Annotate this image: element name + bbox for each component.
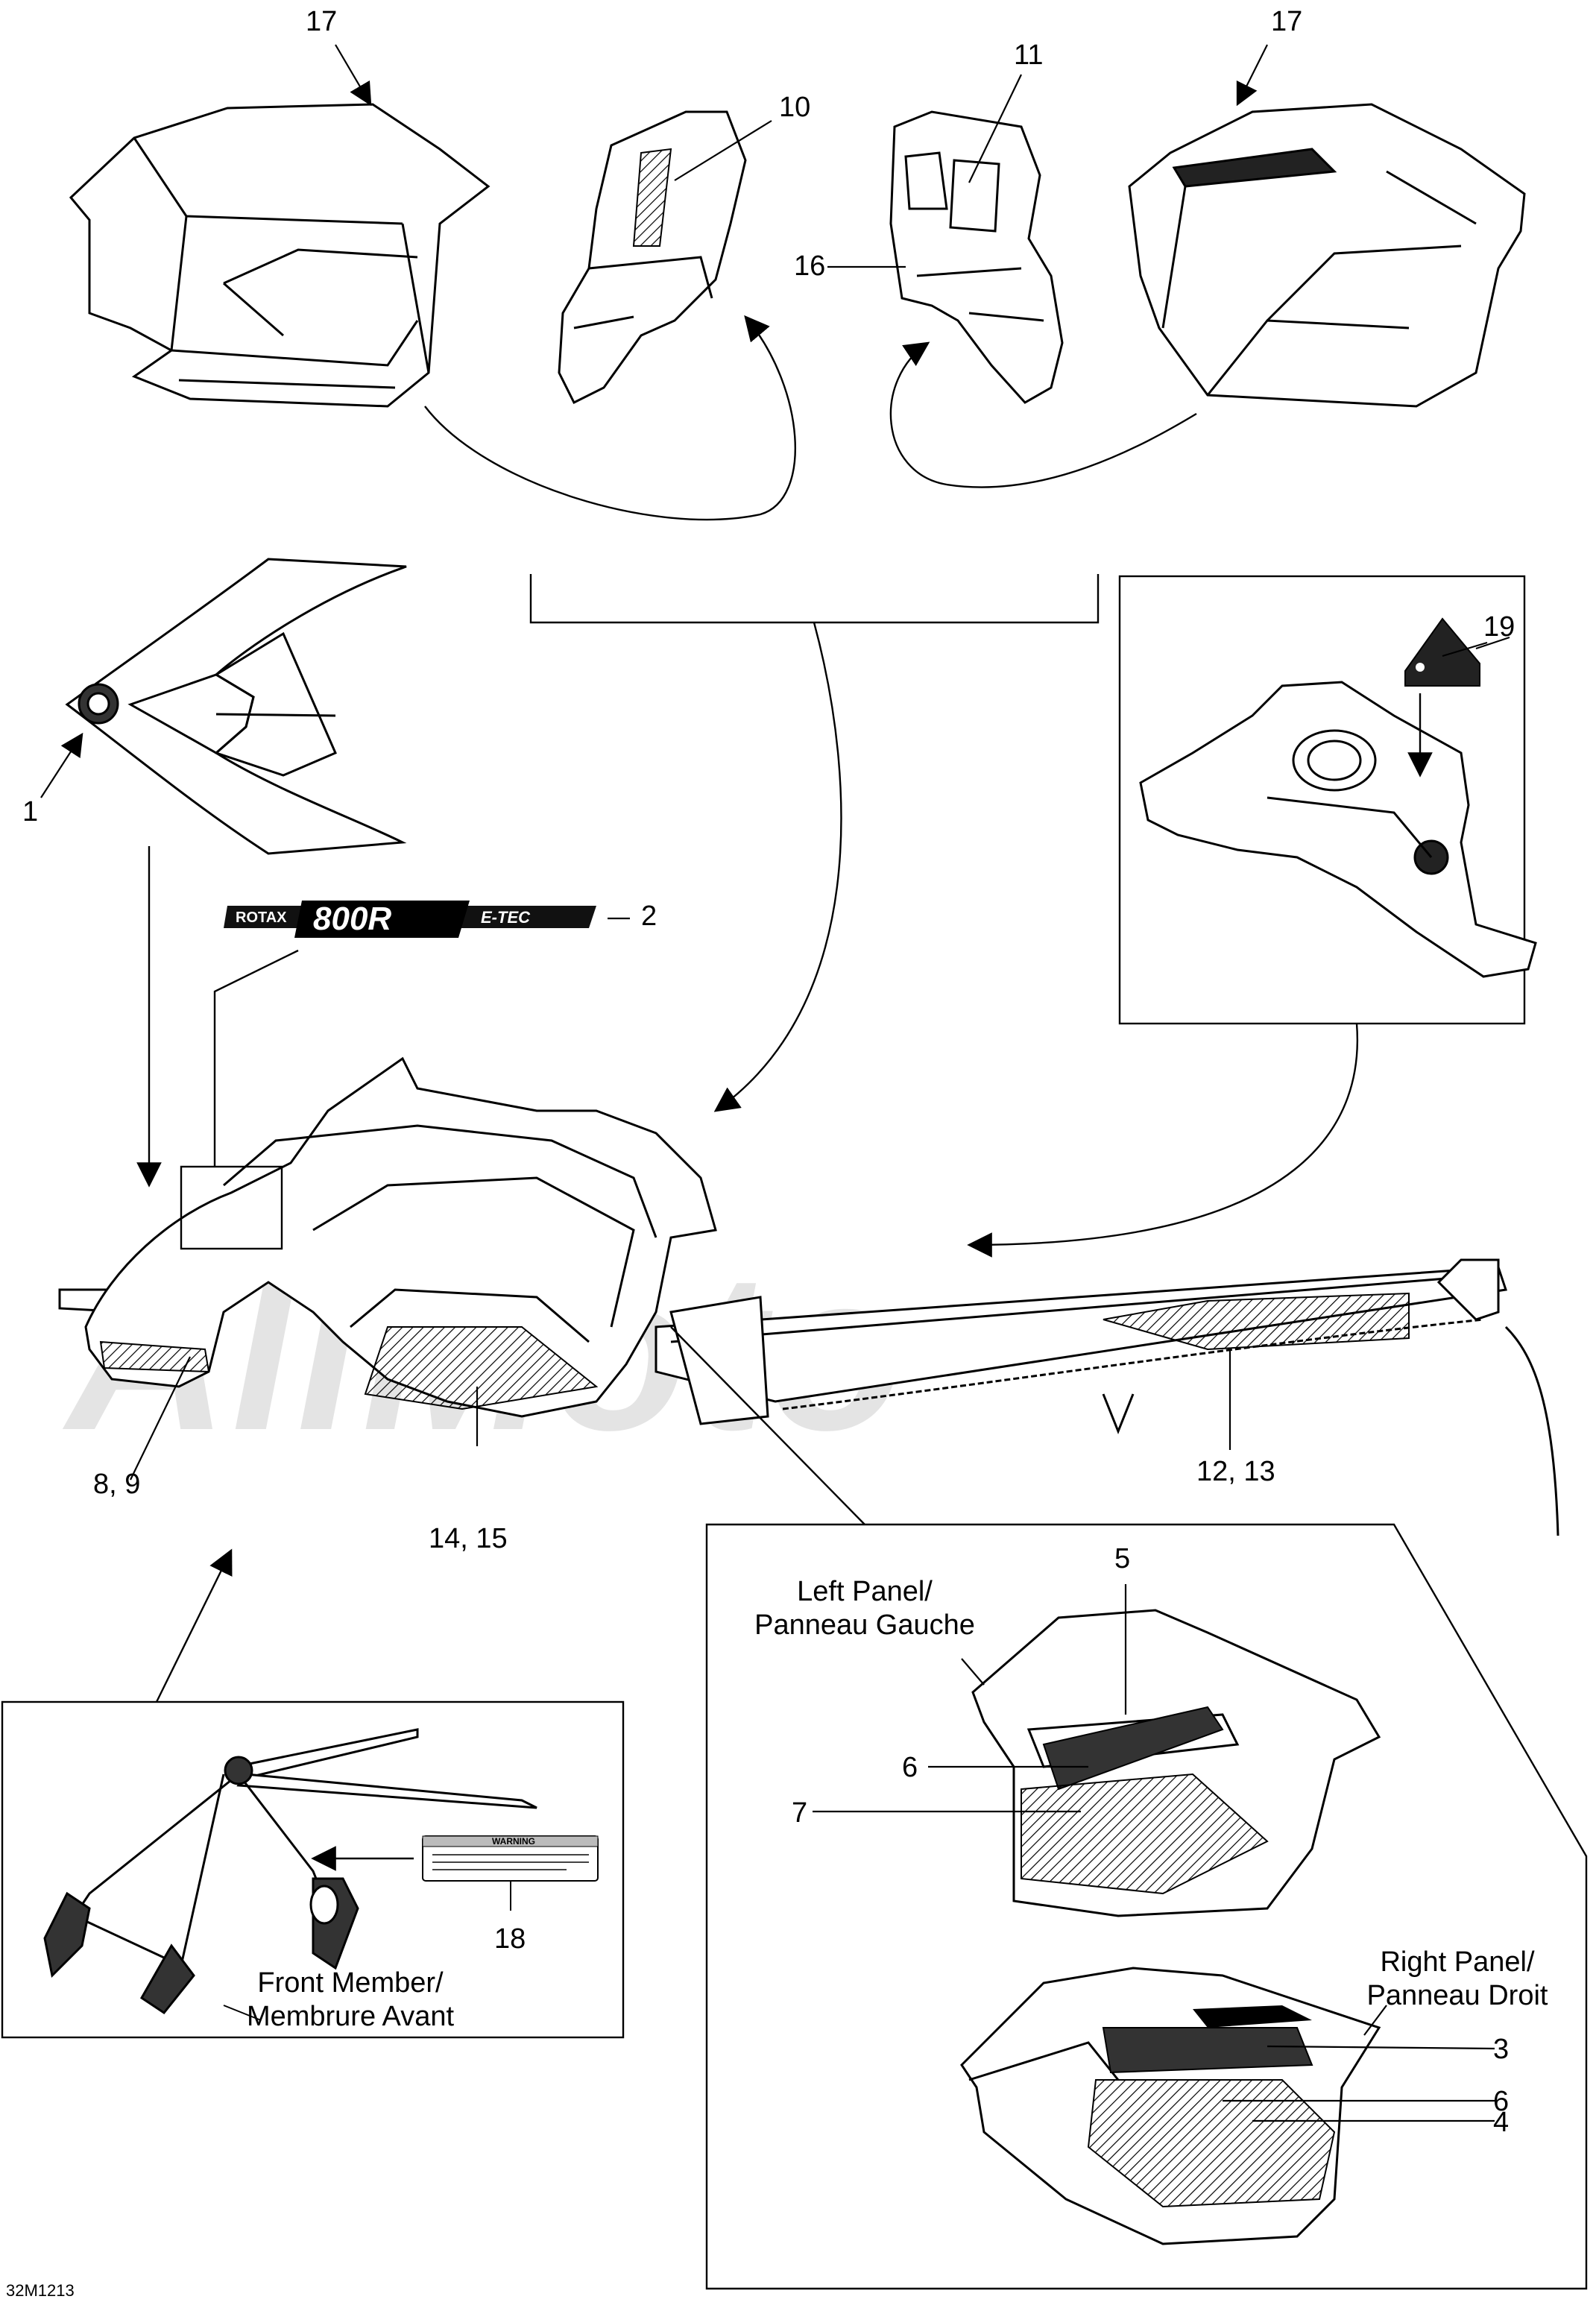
- callout-11: 11: [1014, 40, 1044, 71]
- callout-6-right: 6: [1493, 2086, 1510, 2117]
- left-panel-caption-line1: Left Panel/: [797, 1576, 933, 1607]
- front-member-caption: Front Member/ Membrure Avant: [216, 1967, 485, 2034]
- callout-1: 1: [22, 796, 39, 827]
- right-panel-caption-line1: Right Panel/: [1380, 1946, 1535, 1978]
- image-code: 32M1213: [6, 2281, 75, 2300]
- decal-model-text: 800R: [313, 901, 392, 937]
- right-side-panel-drawing: [1128, 103, 1526, 408]
- left-side-panel-drawing: [69, 103, 491, 408]
- right-panel-caption: Right Panel/ Panneau Droit: [1342, 1946, 1573, 2013]
- callout-2: 2: [641, 901, 657, 932]
- callout-14-15: 14, 15: [429, 1523, 508, 1554]
- front-member-caption-line1: Front Member/: [257, 1967, 444, 1999]
- callout-8-9: 8, 9: [93, 1469, 141, 1500]
- callout-5: 5: [1114, 1543, 1131, 1574]
- callout-18: 18: [494, 1923, 526, 1955]
- callout-17-left: 17: [306, 6, 338, 37]
- callout-19: 19: [1483, 611, 1515, 643]
- console-drawing: [1139, 681, 1537, 978]
- front-member-caption-line2: Membrure Avant: [246, 2000, 455, 2032]
- front-member-drawing: [43, 1728, 537, 2015]
- left-side-panel-rear-drawing: [558, 110, 747, 405]
- callout-12-13: 12, 13: [1196, 1456, 1275, 1487]
- right-panel-caption-line2: Panneau Droit: [1366, 1979, 1548, 2011]
- decal-suffix-text: E-TEC: [481, 908, 530, 927]
- hood-drawing: [65, 558, 407, 855]
- callout-4: 4: [1493, 2107, 1510, 2138]
- left-panel-caption-line2: Panneau Gauche: [754, 1609, 975, 1641]
- callout-3: 3: [1493, 2034, 1510, 2065]
- callout-17-right: 17: [1271, 6, 1303, 37]
- decal-brand-text: ROTAX: [236, 909, 287, 926]
- callout-10: 10: [779, 92, 811, 123]
- left-panel-caption: Left Panel/ Panneau Gauche: [738, 1575, 991, 1642]
- callout-16: 16: [794, 250, 826, 282]
- callout-6-left: 6: [902, 1752, 918, 1783]
- warning-label-title: WARNING: [492, 1836, 535, 1847]
- callout-7: 7: [792, 1797, 808, 1829]
- rotax-decal-drawing: [224, 901, 596, 938]
- warning-label-drawing: [422, 1835, 599, 1882]
- right-side-panel-rear-drawing: [889, 110, 1064, 404]
